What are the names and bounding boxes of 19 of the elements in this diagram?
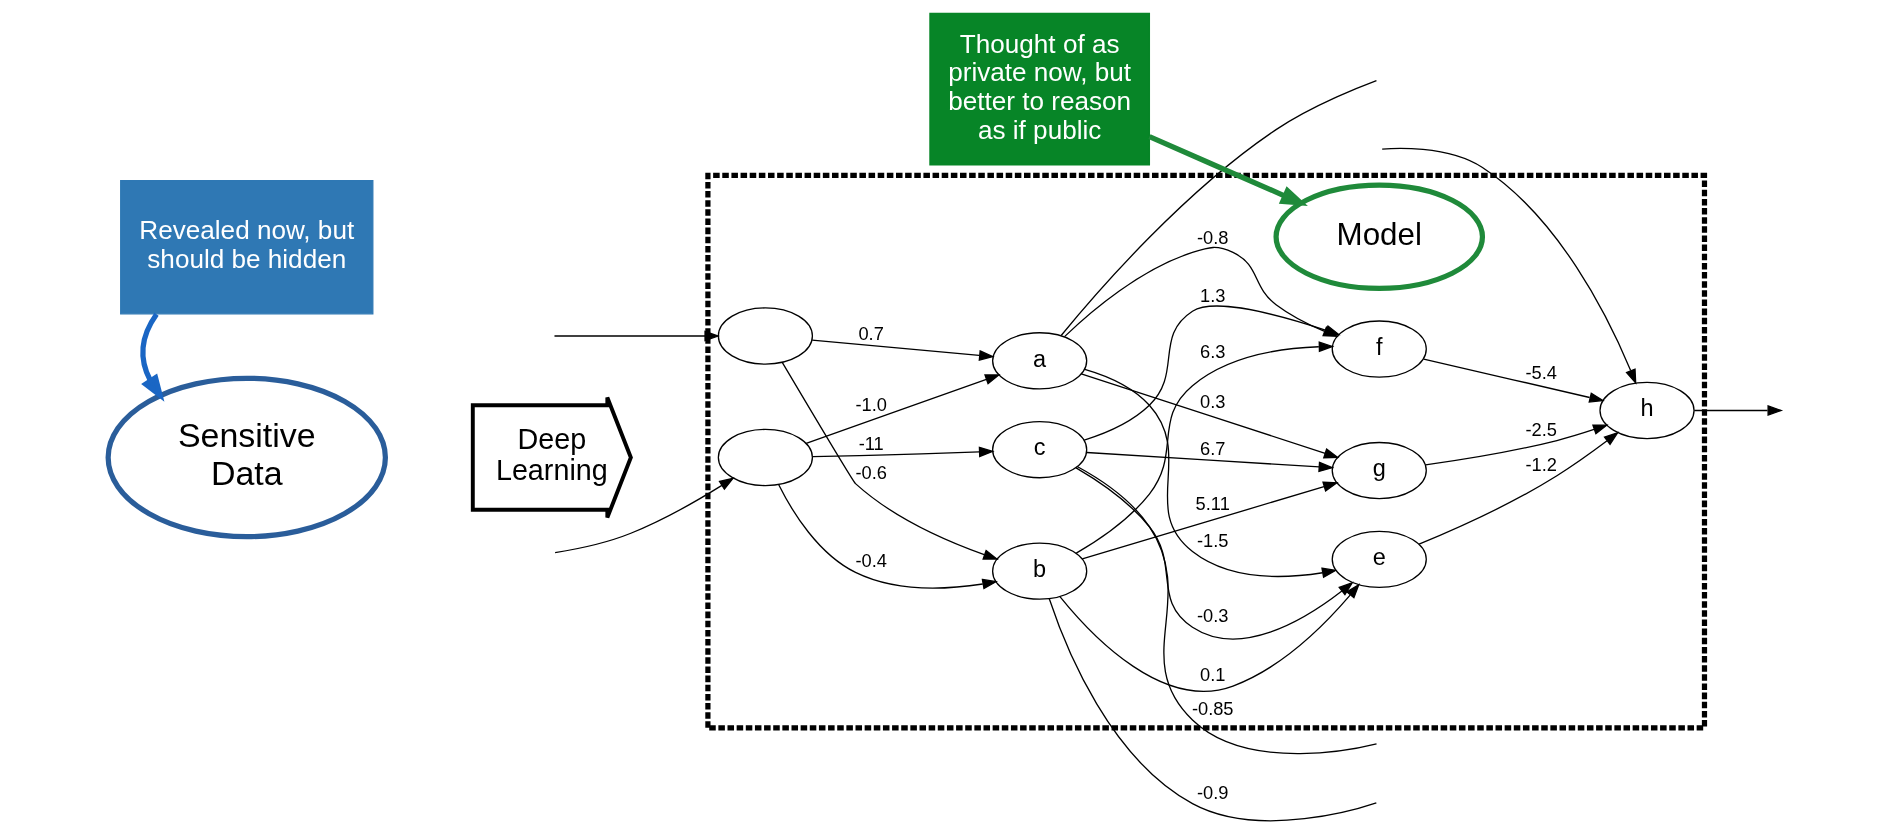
edge-label: 6.3 [1200,341,1226,363]
edge-label: 6.7 [1200,438,1226,460]
edge-label: 0.7 [858,323,884,345]
edge-label: -1.2 [1525,453,1557,475]
edge-label: -0.3 [1196,605,1229,627]
edge-label: 5.11 [1195,493,1230,514]
edge-label: -2.5 [1525,418,1557,440]
edge-label: 0.1 [1200,664,1226,686]
edge-label: -0.8 [1196,226,1229,248]
edge-label: -0.9 [1196,781,1229,803]
edge-label: -0.4 [855,550,887,572]
edge-label: 1.3 [1200,285,1226,307]
edge-label: -1.5 [1196,529,1229,551]
edge-label: -0.85 [1191,698,1234,720]
edge-label: -5.4 [1525,362,1557,384]
edge-label: 0.3 [1200,391,1226,413]
edge-label: -1.0 [855,393,887,415]
edge-label: -0.6 [855,461,887,483]
edge-label: -11 [858,432,884,454]
